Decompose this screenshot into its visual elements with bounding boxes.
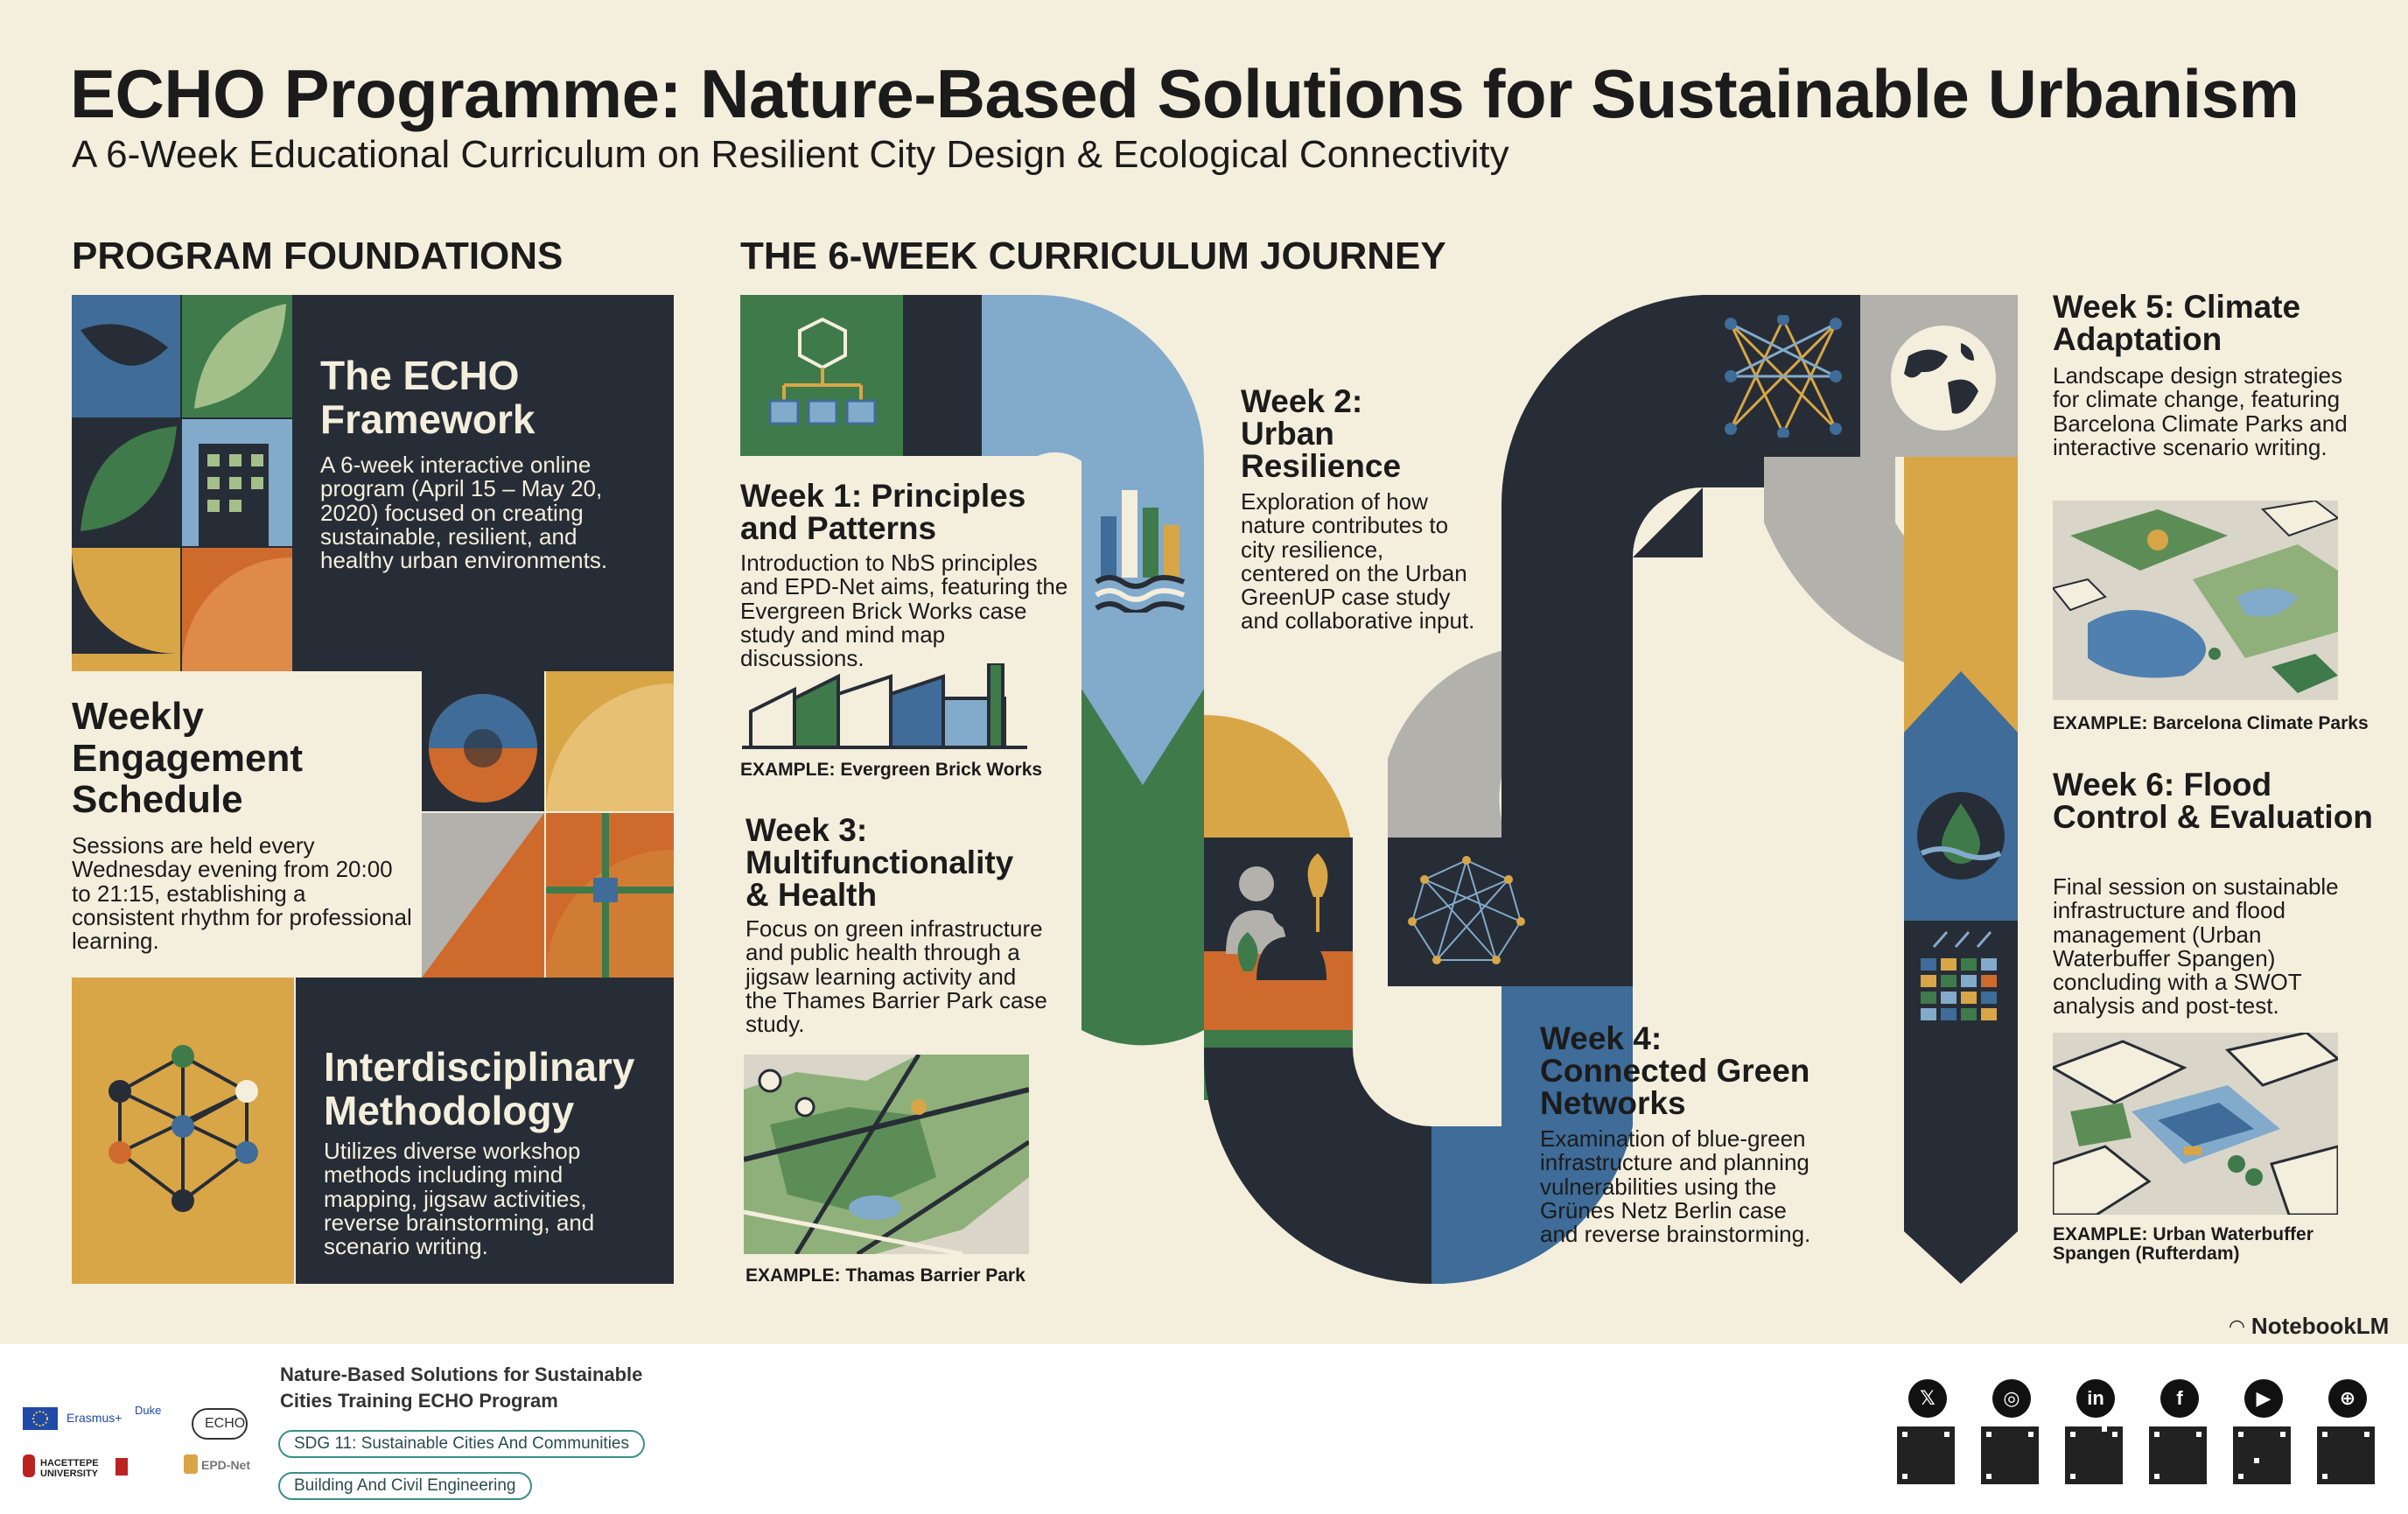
qr-code-icon (2149, 1426, 2207, 1484)
brickworks-illustration (742, 663, 1027, 749)
framework-title: The ECHO Framework (320, 353, 536, 442)
notebooklm-label: NotebookLM (2250, 1313, 2390, 1339)
social-link[interactable]: ▶ (2233, 1379, 2294, 1489)
week5-title: Week 5: Climate Adaptation (2053, 289, 2301, 357)
qr-code-icon (1897, 1426, 1955, 1484)
qr-code-icon (2065, 1426, 2123, 1484)
framework-mosaic (71, 295, 674, 671)
week3-body: Focus on green infrastructure and public… (746, 915, 1047, 1038)
globe-icon[interactable]: ⊕ (2328, 1379, 2367, 1418)
week6-body: Final session on sustainable infrastruct… (2053, 873, 2339, 1020)
data-grid-icon (1921, 931, 1997, 1020)
week2-body: Exploration of how nature contributes to… (1241, 488, 1475, 634)
social-links: 𝕏 ◎ in f ▶ ⊕ (1897, 1379, 2387, 1493)
week1-example: EXAMPLE: Evergreen Brick Works (740, 760, 1043, 780)
framework-body: A 6-week interactive online program (Apr… (320, 452, 608, 574)
network-icon-week4 (1408, 856, 1525, 964)
page-subtitle: A 6-Week Educational Curriculum on Resil… (72, 133, 1509, 176)
page-title: ECHO Programme: Nature-Based Solutions f… (70, 55, 2300, 132)
social-link[interactable]: in (2065, 1379, 2126, 1489)
curriculum-heading: THE 6-WEEK CURRICULUM JOURNEY (740, 235, 1446, 277)
barcelona-parks-illustration (2053, 501, 2338, 700)
social-link[interactable]: f (2149, 1379, 2210, 1489)
logo-duke: Duke (135, 1404, 162, 1417)
footer-program-title: Nature-Based Solutions for Sustainable C… (280, 1363, 643, 1412)
water-drop-icon (1917, 792, 2005, 880)
city-water-icon (1095, 490, 1186, 613)
week4-title: Week 4: Connected Green Networks (1540, 1020, 1810, 1121)
logo-echo: ECHO (205, 1416, 246, 1431)
x-icon[interactable]: 𝕏 (1908, 1379, 1947, 1418)
facebook-icon[interactable]: f (2160, 1379, 2199, 1418)
qr-code-icon (2317, 1426, 2375, 1484)
youtube-icon[interactable]: ▶ (2244, 1379, 2283, 1418)
linkedin-icon[interactable]: in (2076, 1379, 2115, 1418)
methodology-card (72, 978, 674, 1284)
globe-icon (1891, 326, 1996, 431)
tag-sdg11[interactable]: SDG 11: Sustainable Cities And Communiti… (278, 1430, 645, 1458)
methodology-body: Utilizes diverse workshop methods includ… (324, 1138, 595, 1260)
week6-title: Week 6: Flood Control & Evaluation (2053, 767, 2373, 835)
social-link[interactable]: 𝕏 (1897, 1379, 1958, 1489)
week5-body: Landscape design strategies for climate … (2053, 362, 2348, 460)
notebooklm-mark: ◠ NotebookLM (2230, 1313, 2389, 1340)
framework-card (71, 295, 674, 671)
partner-logos: Erasmus+ Duke ECHO HACETTEPE UNIVERSITY … (18, 1402, 254, 1489)
logo-erasmus: Erasmus+ (66, 1411, 122, 1425)
logo-epdnet: EPD-Net (201, 1458, 251, 1472)
methodology-title: Interdisciplinary Methodology (324, 1044, 635, 1133)
week6-example: EXAMPLE: Urban Waterbuffer Spangen (Ruft… (2053, 1224, 2314, 1265)
hierarchy-icon (768, 317, 877, 425)
week5-example: EXAMPLE: Barcelona Climate Parks (2053, 713, 2369, 733)
social-link[interactable]: ◎ (1981, 1379, 2042, 1489)
waterbuffer-illustration (2053, 1033, 2338, 1215)
week4-body: Examination of blue-green infrastructure… (1540, 1125, 1811, 1248)
tag-building-civil-engineering[interactable]: Building And Civil Engineering (278, 1472, 532, 1500)
thames-park-map (744, 1055, 1029, 1254)
schedule-body: Sessions are held every Wednesday evenin… (72, 832, 412, 955)
instagram-icon[interactable]: ◎ (1992, 1379, 2031, 1418)
logo-hacettepe: HACETTEPE UNIVERSITY (40, 1458, 99, 1480)
schedule-mosaic (422, 671, 674, 978)
week2-title: Week 2: Urban Resilience (1241, 383, 1402, 484)
notebooklm-icon: ◠ (2230, 1314, 2244, 1337)
qr-code-icon (2233, 1426, 2291, 1484)
week3-title: Week 3: Multifunctionality & Health (746, 812, 1014, 913)
people-nature-icon (1226, 853, 1328, 980)
network-icon-week5 (1725, 315, 1842, 438)
foundations-heading: PROGRAM FOUNDATIONS (72, 235, 564, 277)
week1-body: Introduction to NbS principles and EPD-N… (740, 550, 1068, 672)
week3-example: EXAMPLE: Thamas Barrier Park (746, 1265, 1026, 1286)
qr-code-icon (1981, 1426, 2039, 1484)
week1-title: Week 1: Principles and Patterns (740, 478, 1026, 546)
schedule-title: Weekly Engagement Schedule (72, 695, 304, 822)
social-link[interactable]: ⊕ (2317, 1379, 2378, 1489)
